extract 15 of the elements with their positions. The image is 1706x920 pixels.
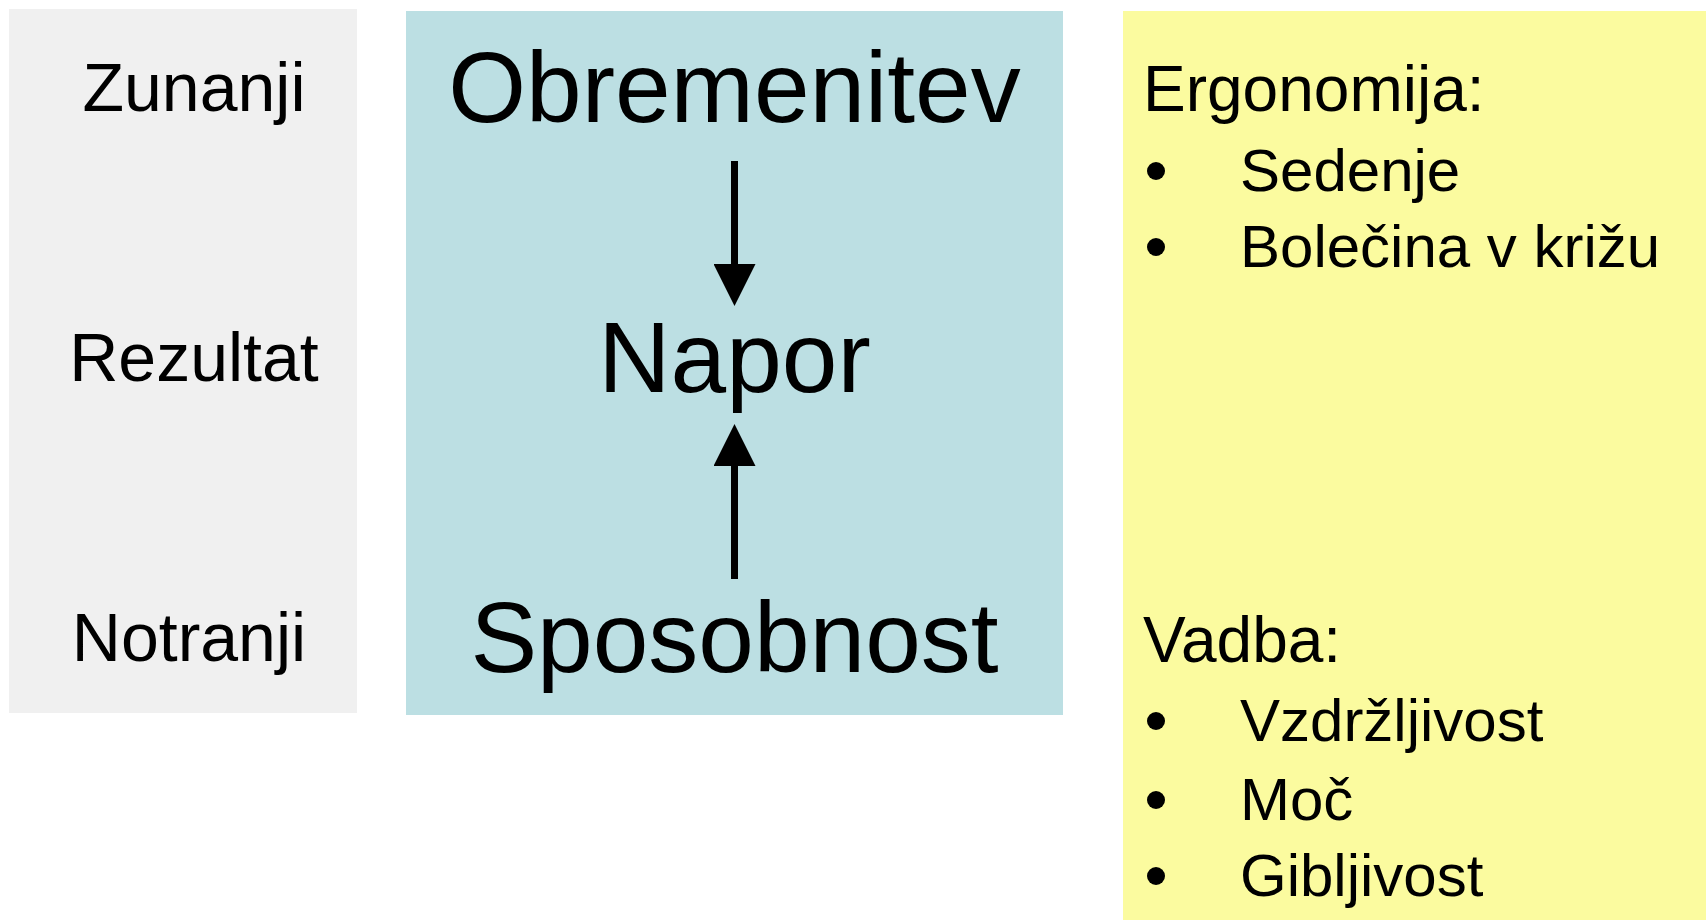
list-item: Moč xyxy=(1240,767,1354,833)
list-heading: Vadba: xyxy=(1143,604,1342,676)
list-item: Gibljivost xyxy=(1240,843,1484,909)
row-label: Notranji xyxy=(71,599,307,675)
list-item: Vzdržljivost xyxy=(1240,688,1544,754)
stage-label: Napor xyxy=(598,297,871,417)
list-item: Sedenje xyxy=(1240,138,1461,204)
row-label: Rezultat xyxy=(69,319,319,395)
center-panel xyxy=(406,11,1063,715)
note-panel xyxy=(1123,11,1706,920)
stage-label: Sposobnost xyxy=(470,577,999,697)
list-item: Bolečina v križu xyxy=(1240,214,1661,280)
list-heading: Ergonomija: xyxy=(1143,53,1485,125)
row-label: Zunanji xyxy=(82,49,306,125)
stage-label: Obremenitev xyxy=(448,27,1021,147)
